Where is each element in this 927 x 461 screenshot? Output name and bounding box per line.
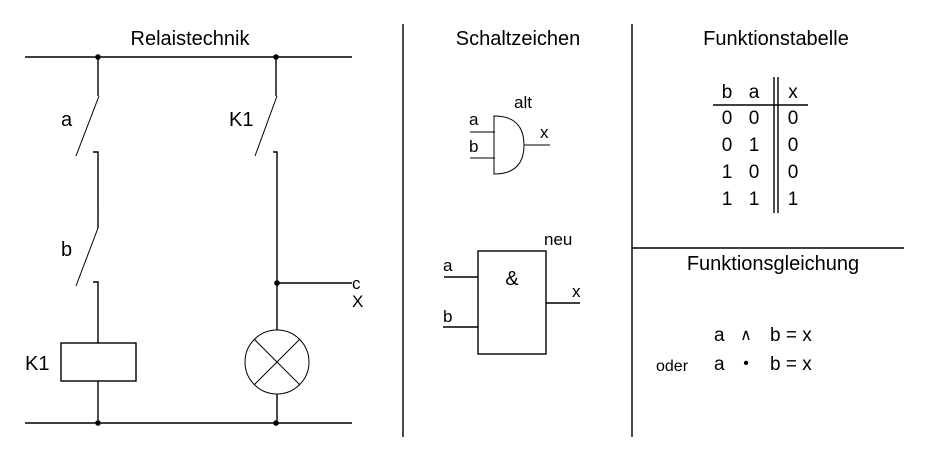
output-tap: c X [277, 274, 363, 311]
truth-table-cell: 1 [788, 189, 799, 210]
truth-table-cell: 0 [788, 162, 799, 183]
lamp-icon [244, 329, 310, 423]
output-label-c: c [352, 274, 361, 293]
old-symbol-output: x [540, 123, 549, 142]
new-symbol-input-b: b [443, 307, 452, 326]
equation-line-and: a ∧ b = x [714, 325, 812, 346]
contact-k1: K1 [229, 57, 278, 330]
truth-table-row: 1 1 1 [722, 189, 799, 210]
switch-b-label: b [61, 239, 72, 261]
truth-table-cell: 0 [749, 108, 760, 129]
relay-title: Relaistechnik [131, 28, 251, 50]
equation-line-dot: oder a • b = x [656, 354, 812, 375]
equation-operand: a [714, 325, 725, 346]
truth-table-header: b [722, 82, 733, 103]
truth-table-title: Funktionstabelle [703, 28, 849, 50]
symbols-title: Schaltzeichen [456, 28, 581, 50]
equation-title: Funktionsgleichung [687, 253, 859, 275]
truth-table-cell: 1 [749, 189, 760, 210]
equation-rest: b = x [770, 354, 812, 375]
new-symbol-operator: & [505, 268, 519, 290]
truth-table: Funktionstabelle b a x 0 0 0 0 1 0 1 0 0… [703, 28, 849, 213]
truth-table-cell: 0 [788, 135, 799, 156]
old-symbol-input-a: a [469, 110, 479, 129]
junction-dot [273, 420, 279, 426]
truth-table-row: 0 1 0 [722, 135, 799, 156]
and-gate-new-symbol: neu & a b x [443, 230, 581, 355]
truth-table-cell: 0 [722, 135, 733, 156]
relay-coil-k1: K1 [25, 342, 137, 423]
function-equation: Funktionsgleichung a ∧ b = x oder a • b … [656, 253, 859, 375]
old-symbol-caption: alt [514, 93, 532, 112]
new-symbol-caption: neu [544, 230, 572, 249]
truth-table-cell: 1 [722, 162, 733, 183]
multiplication-dot-symbol: • [743, 355, 749, 372]
equation-rest: b = x [770, 325, 812, 346]
truth-table-row: 1 0 0 [722, 162, 799, 183]
circuit-symbols: Schaltzeichen alt a b x neu & a b x [443, 28, 581, 355]
switch-a: a [61, 57, 100, 210]
output-label-x: X [352, 292, 363, 311]
truth-table-header: a [749, 82, 760, 103]
truth-table-row: 0 0 0 [722, 108, 799, 129]
truth-table-header: x [788, 82, 798, 103]
truth-table-cell: 0 [722, 108, 733, 129]
old-symbol-input-b: b [469, 137, 478, 156]
truth-table-cell: 1 [749, 135, 760, 156]
equation-operand: a [714, 354, 725, 375]
and-gate-old-symbol: alt a b x [469, 93, 550, 175]
switch-b: b [61, 210, 99, 343]
new-symbol-input-a: a [443, 256, 453, 275]
relay-circuit: Relaistechnik a b K1 [25, 28, 363, 426]
relay-coil-label: K1 [25, 353, 49, 375]
contact-k1-label: K1 [229, 109, 253, 131]
logical-and-symbol: ∧ [740, 327, 752, 344]
truth-table-cell: 1 [722, 189, 733, 210]
switch-a-label: a [61, 109, 73, 131]
truth-table-cell: 0 [749, 162, 760, 183]
truth-table-cell: 0 [788, 108, 799, 129]
equation-prefix: oder [656, 358, 689, 375]
new-symbol-output: x [572, 282, 581, 301]
